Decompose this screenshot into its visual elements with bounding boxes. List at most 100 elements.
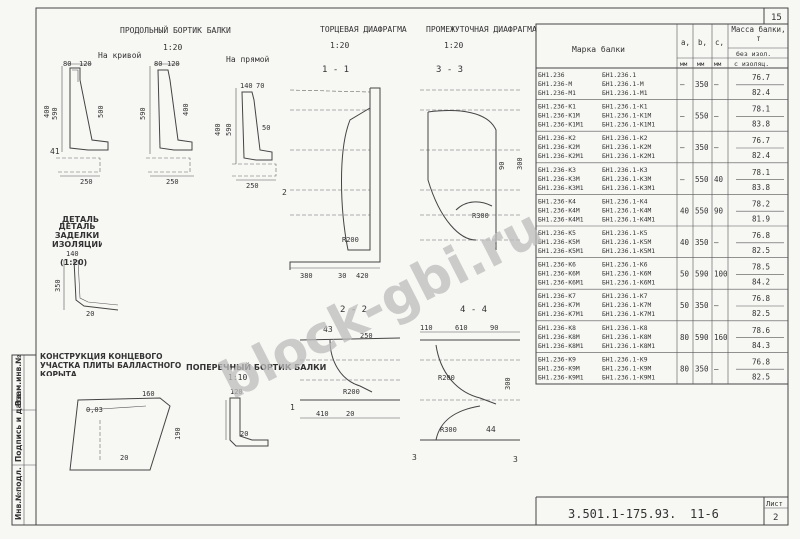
- cell-mass-insulation: 82.4: [752, 88, 771, 97]
- stamp-replaced-inv: Взам.инв.№: [14, 355, 23, 406]
- side-stamp: Инв.№подл. Подпись и дата Взам.инв.№: [11, 354, 37, 526]
- mark-left: БН1.236-К5: [538, 230, 576, 237]
- svg-text:70: 70: [256, 82, 264, 90]
- svg-text:120: 120: [167, 60, 180, 68]
- mark-left: БН1.236-М1: [538, 90, 576, 97]
- svg-text:80: 80: [154, 60, 162, 68]
- svg-text:1: 1: [290, 403, 295, 412]
- end-diaphragm-scale: 1:20: [330, 41, 349, 50]
- svg-text:R200: R200: [342, 236, 359, 244]
- mark-right: БН1.236.1-К2М: [602, 144, 651, 151]
- mark-left: БН1.236-К8М1: [538, 343, 584, 350]
- svg-text:420: 420: [356, 272, 369, 280]
- svg-text:20: 20: [86, 310, 94, 318]
- cell-mass-no-insulation: 78.6: [752, 326, 771, 335]
- section-2-label: 2 - 2: [340, 305, 367, 315]
- cell-a: 80: [680, 364, 690, 373]
- longitudinal-curb-drawing: ПРОДОЛЬНЫЙ БОРТИК БАЛКИ 1:20 На кривой Н…: [43, 24, 277, 190]
- cell-b: 550: [695, 112, 709, 121]
- section-4-label: 4 - 4: [460, 305, 487, 315]
- svg-text:250: 250: [80, 178, 93, 186]
- mark-right: БН1.236.1-К5М: [602, 239, 651, 246]
- stamp-inv-original: Инв.№подл.: [14, 467, 23, 520]
- mark-left: БН1.236-К1М1: [538, 122, 584, 129]
- svg-text:190: 190: [174, 427, 182, 440]
- mark-left: БН1.236-К2М1: [538, 153, 584, 160]
- cell-b: 590: [695, 333, 709, 342]
- section-4-drawing: 4 - 4 110 610 90 R200 R300 44 300 3 3: [412, 305, 520, 464]
- cell-c: —: [714, 143, 719, 152]
- table-header-c: c,: [715, 38, 724, 47]
- mark-right: БН1.236.1-К8М1: [602, 343, 655, 350]
- svg-text:590: 590: [139, 107, 147, 120]
- mark-left: БН1.236-К2М: [538, 144, 580, 151]
- cell-mass-insulation: 81.9: [752, 214, 770, 223]
- svg-text:R200: R200: [343, 388, 360, 396]
- svg-text:R300: R300: [472, 212, 489, 220]
- svg-text:500: 500: [97, 105, 105, 118]
- mark-left: БН1.236-К1М: [538, 113, 580, 120]
- svg-text:80: 80: [63, 60, 71, 68]
- cross-curb-title: ПОПЕРЕЧНЫЙ БОРТИК БАЛКИ: [186, 361, 326, 372]
- svg-text:120: 120: [79, 60, 92, 68]
- mark-left: БН1.236-К8М: [538, 334, 580, 341]
- title-block: 3.501.1-175.93. 11-6 Лист 2: [535, 496, 788, 525]
- svg-text:160: 160: [142, 390, 155, 398]
- mark-left: БН1.236-К5М: [538, 239, 580, 246]
- mark-right: БН1.236.1-К1: [602, 104, 648, 111]
- table-header-mark: Марка балки: [572, 44, 625, 54]
- cell-mass-no-insulation: 78.2: [752, 199, 770, 208]
- mark-right: БН1.236.1-К4М1: [602, 216, 655, 223]
- mark-right: БН1.236.1-К6М: [602, 271, 651, 278]
- mark-right: БН1.236.1-К9М: [602, 365, 651, 372]
- table-unit-c: мм: [714, 61, 722, 68]
- cell-b: 350: [695, 364, 709, 373]
- svg-text:590: 590: [225, 123, 233, 136]
- svg-text:590: 590: [51, 107, 59, 120]
- svg-text:140: 140: [66, 250, 79, 258]
- cell-mass-insulation: 82.5: [752, 309, 770, 318]
- table-header-mass-no-insulation: без изол.: [736, 50, 771, 58]
- sheet-number: 2: [773, 513, 778, 523]
- mark-left: БН1.236-К3М: [538, 176, 580, 183]
- mark-left: БН1.236-М: [538, 81, 572, 88]
- mark-right: БН1.236.1-К4: [602, 198, 648, 205]
- svg-text:44: 44: [486, 425, 496, 434]
- mark-left: БН1.236-К4М1: [538, 216, 584, 223]
- cell-b: 350: [695, 80, 709, 89]
- svg-text:110: 110: [420, 324, 433, 332]
- svg-text:350: 350: [54, 279, 62, 292]
- cell-b: 350: [695, 143, 709, 152]
- section-1-label: 1 - 1: [322, 65, 349, 75]
- cell-b: 550: [695, 175, 709, 184]
- svg-text:300: 300: [516, 157, 524, 170]
- mark-left: БН1.236-К2: [538, 135, 576, 142]
- mark-left: БН1.236-К9: [538, 356, 576, 363]
- end-part-drawing: КОНСТРУКЦИЯ КОНЦЕВОГО УЧАСТКА ПЛИТЫ БАЛЛ…: [40, 352, 182, 471]
- cell-c: 100: [714, 270, 728, 279]
- cell-mass-no-insulation: 76.8: [752, 231, 771, 240]
- cell-mass-no-insulation: 76.7: [752, 136, 770, 145]
- cell-c: —: [714, 301, 719, 310]
- section-3-label: 3 - 3: [436, 65, 463, 75]
- cell-c: 90: [714, 206, 724, 215]
- cell-b: 350: [695, 238, 709, 247]
- svg-text:43: 43: [323, 325, 333, 334]
- mark-right: БН1.236.1-К8М: [602, 334, 651, 341]
- mark-left: БН1.236-К3: [538, 167, 576, 174]
- cell-c: —: [714, 238, 719, 247]
- table-header-a: a,: [681, 38, 690, 47]
- mark-right: БН1.236.1: [602, 72, 636, 79]
- watermark: block-gbi.ru: [211, 198, 552, 411]
- mark-right: БН1.236.1-К7М1: [602, 311, 655, 318]
- mark-right: БН1.236.1-К5М1: [602, 248, 655, 255]
- cross-curb-drawing: ПОПЕРЕЧНЫЙ БОРТИК БАЛКИ 1:10 120 20: [186, 361, 326, 447]
